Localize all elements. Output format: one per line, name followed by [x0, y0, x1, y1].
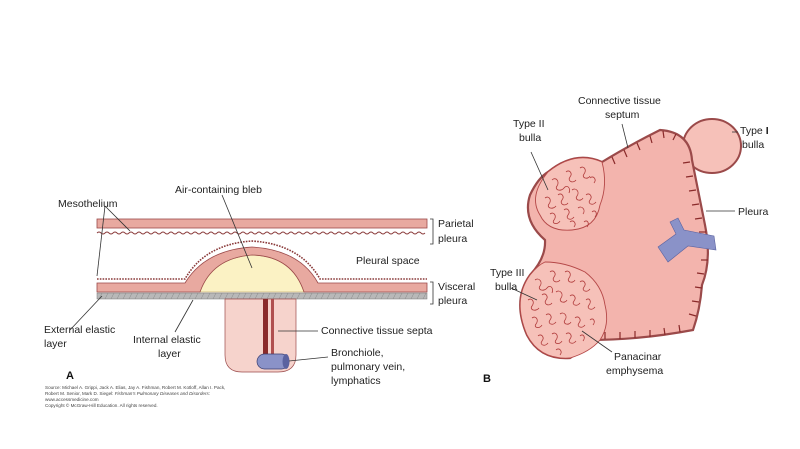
mesothelium-label: Mesothelium — [58, 198, 118, 210]
parietal-label-1: Parietal — [438, 218, 474, 230]
visceral-label-2: pleura — [438, 295, 467, 307]
septa-label: Connective tissue septa — [321, 325, 433, 337]
pleural-space-label: Pleural space — [356, 255, 420, 267]
bronchiole-lumen — [282, 354, 290, 369]
type-2-label-2: bulla — [519, 132, 541, 144]
parietal-mesothelium-line — [96, 231, 426, 235]
septa-dark-vessel — [263, 299, 268, 361]
visceral-label-1: Visceral — [438, 281, 475, 293]
type-3-bulla-texture — [527, 270, 596, 356]
septum-label-2: septum — [605, 109, 640, 121]
bronchiole-label-3: lymphatics — [331, 375, 381, 387]
bronchiole-label-1: Bronchiole, — [331, 347, 384, 359]
external-elastic-label-2: layer — [44, 338, 67, 350]
type-2-bulla — [535, 157, 605, 231]
panacinar-label-1: Panacinar — [614, 351, 662, 363]
internal-elastic-label-1: Internal elastic — [133, 334, 201, 346]
parietal-label-2: pleura — [438, 233, 467, 245]
type-1-label-2: bulla — [742, 139, 764, 151]
visceral-mesothelium-line — [97, 240, 427, 280]
source-line-1: Source: Michael A. Grippi, Jack A. Elias… — [45, 385, 225, 390]
source-line-4: Copyright © McGraw-Hill Education. All r… — [45, 402, 158, 408]
pleura-septa-ticks — [604, 130, 708, 339]
panacinar-label-2: emphysema — [606, 365, 663, 377]
source-line-2: Robert M. Senior, Mark D. Siegel: Fishma… — [45, 391, 211, 396]
bronchiole-label-2: pulmonary vein, — [331, 361, 405, 373]
air-bleb-label: Air-containing bleb — [175, 184, 262, 196]
visceral-pleura-band — [96, 246, 428, 293]
type-2-bulla-texture — [544, 166, 597, 228]
septum-label-1: Connective tissue — [578, 95, 661, 107]
type-2-label-1: Type II — [513, 118, 545, 130]
parietal-pleura-band — [96, 218, 428, 229]
type-3-label-1: Type III — [490, 267, 524, 279]
panel-a-letter: A — [66, 370, 74, 382]
pleura-label: Pleura — [738, 206, 769, 218]
pulmonary-vessel — [657, 217, 717, 263]
elastic-hatching — [98, 292, 427, 300]
external-elastic-label-1: External elastic — [44, 324, 115, 336]
panel-a: Mesothelium Air-containing bleb Parietal… — [44, 184, 475, 408]
panel-b-letter: B — [483, 373, 491, 385]
internal-elastic-label-2: layer — [158, 348, 181, 360]
type-1-label-1: Type I — [740, 125, 769, 137]
source-line-3: www.accessmedicine.com — [45, 397, 99, 402]
panel-b: Connective tissue septum Type II bulla T… — [483, 95, 769, 385]
type-3-label-2: bulla — [495, 281, 517, 293]
septa-dark-vessel-2 — [271, 299, 274, 361]
